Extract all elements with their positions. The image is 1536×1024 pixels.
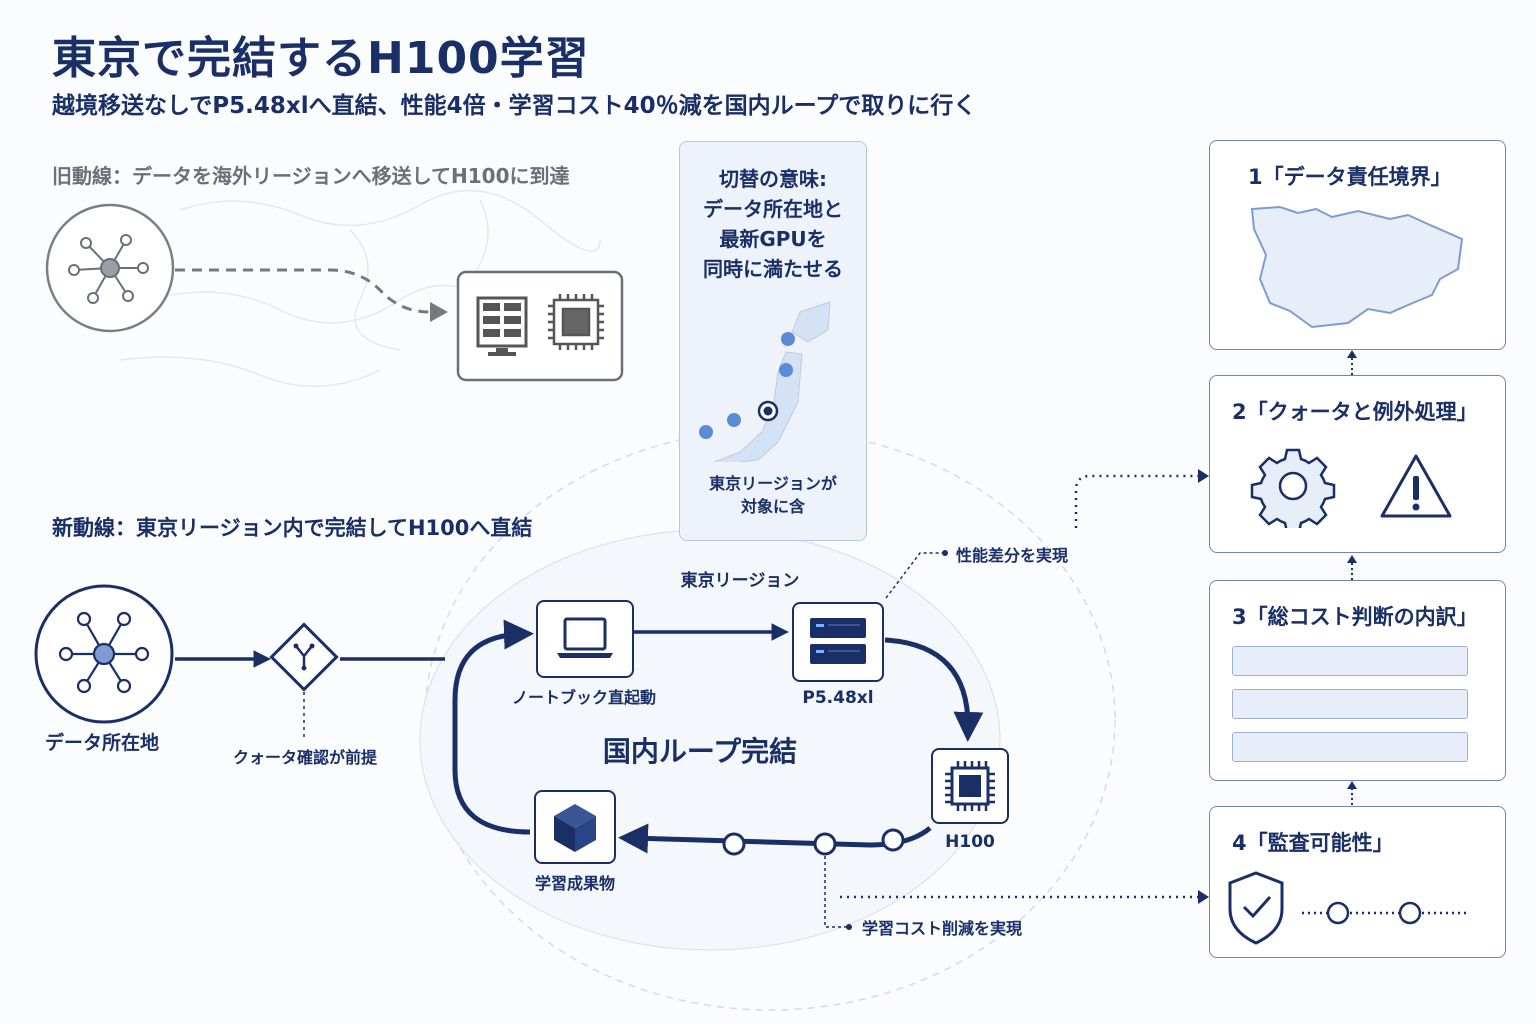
- step-3-card: 3「総コスト判断の内訳」: [1209, 580, 1506, 781]
- old-network-icon: [68, 234, 149, 304]
- japan-map: [699, 301, 831, 462]
- data-location-label: データ所在地: [44, 732, 160, 754]
- cost-bar-2: [1232, 689, 1468, 719]
- region-dot-3: [727, 413, 741, 427]
- quota-check-diamond: [269, 622, 339, 692]
- server-rack-icon: [476, 296, 528, 356]
- step-3-title: 3「総コスト判断の内訳」: [1232, 605, 1478, 629]
- cost-note-leader: [824, 856, 848, 928]
- server-icon: [810, 618, 866, 664]
- page-title: 東京で完結するH100学習: [52, 33, 590, 84]
- step-1-title: 1「データ責任境界」: [1248, 165, 1452, 189]
- h100-box: [931, 748, 1009, 824]
- artifact-box: [534, 790, 616, 864]
- p5-box: [792, 602, 884, 682]
- gear-icon: [1250, 448, 1336, 528]
- region-dot-4: [699, 425, 713, 439]
- audit-node-1: [1326, 901, 1350, 925]
- step-4-card: 4「監査可能性」: [1209, 806, 1506, 958]
- loop-node-3: [722, 832, 746, 856]
- cost-bar-1: [1232, 646, 1468, 676]
- cost-bar-3: [1232, 732, 1468, 762]
- region-dot-1: [781, 332, 795, 346]
- step-2-title: 2「クォータと例外処理」: [1232, 400, 1478, 424]
- old-transfer-arrow: [175, 268, 431, 314]
- to-step2-dotted: [1074, 474, 1198, 528]
- artifact-label: 学習成果物: [534, 874, 616, 893]
- step-connector-heads: [1347, 350, 1357, 789]
- callout-sub-2: 対象に含: [740, 497, 805, 516]
- callout-line-3: 最新GPUを: [719, 227, 827, 251]
- notebook-box: [536, 600, 634, 678]
- loop-title: 国内ループ完結: [602, 735, 798, 768]
- warning-icon: [1380, 454, 1452, 518]
- cost-note: 学習コスト削減を実現: [862, 919, 1023, 938]
- callout-line-1: 切替の意味:: [719, 167, 827, 191]
- old-arrow-head: [430, 302, 448, 322]
- laptop-icon: [557, 617, 613, 658]
- page-subtitle: 越境移送なしでP5.48xlへ直結、性能4倍・学習コスト40％減を国内ループで取…: [52, 93, 977, 119]
- loop-return-arrow: [452, 619, 534, 835]
- audit-node-2: [1398, 901, 1422, 925]
- notebook-label: ノートブック直起動: [511, 688, 657, 707]
- old-chip-icon: [548, 294, 604, 350]
- old-flow-heading: 旧動線：データを海外リージョンへ移送してH100に到達: [52, 164, 570, 188]
- step-1-card: 1「データ責任境界」: [1209, 140, 1506, 350]
- gpu-chip-icon: [945, 761, 995, 811]
- callout-line-4: 同時に満たせる: [703, 257, 843, 281]
- loop-node-2: [813, 832, 837, 856]
- audit-trail-graphic: [1228, 871, 1468, 945]
- region-dot-2: [779, 363, 793, 377]
- region-label: 東京リージョン: [680, 571, 800, 591]
- callout-line-2: データ所在地と: [703, 197, 843, 221]
- step-2-card: 2「クォータと例外処理」: [1209, 375, 1506, 553]
- p5-label: P5.48xl: [802, 688, 874, 708]
- step-4-title: 4「監査可能性」: [1232, 831, 1394, 855]
- network-icon: [58, 611, 150, 694]
- new-flow-heading: 新動線：東京リージョン内で完結してH100へ直結: [52, 516, 533, 540]
- cube-icon: [554, 804, 596, 852]
- callout-sub-1: 東京リージョンが: [709, 474, 837, 493]
- h100-label: H100: [945, 832, 995, 852]
- perf-note-leader: [885, 552, 944, 599]
- boundary-map-icon: [1250, 205, 1464, 329]
- loop-node-1: [881, 828, 905, 852]
- quota-label: クォータ確認が前提: [232, 748, 378, 767]
- switch-meaning-callout: 切替の意味: データ所在地と 最新GPUを 同時に満たせる 東京リージョンが 対…: [679, 141, 867, 541]
- perf-note: 性能差分を実現: [956, 546, 1069, 565]
- shield-check-icon: [1228, 871, 1284, 945]
- p5-to-h100-arrow: [884, 637, 984, 742]
